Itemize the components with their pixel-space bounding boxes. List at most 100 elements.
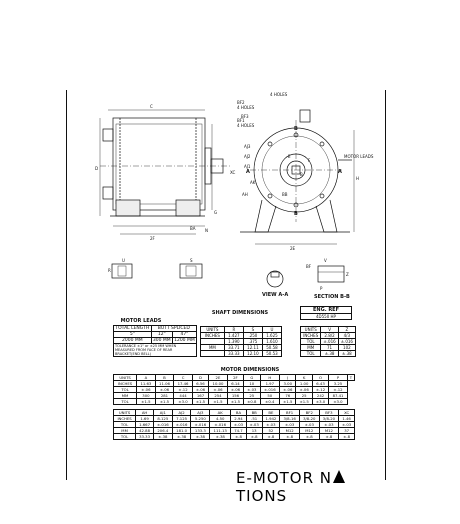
table-row: TOL±.06±.06±.12±.06±.06±.06±.03±.016±.06…	[112, 386, 355, 393]
table-cell: 12.10	[242, 350, 263, 357]
table-cell: ±1.5	[208, 398, 228, 405]
table-cell	[200, 350, 225, 357]
view-a-a	[111, 263, 345, 288]
table-cell: ±3.0	[328, 398, 348, 405]
table-cell: 1200 MM	[171, 337, 198, 344]
eng-ref-box: ENG. REF 4D550 HP	[300, 306, 352, 320]
table-cell: TOL	[112, 398, 138, 405]
label-bf2: BF2	[237, 100, 245, 105]
table-row: TOL±1.5±1.5±3.0±1.5±1.5±1.5±0.8±0.4±1.5±…	[112, 398, 355, 405]
motor-leads-header-butt: BUTT SPLICED	[150, 325, 198, 332]
label-b-top: B	[294, 126, 298, 132]
table-cell: ±.016	[337, 338, 357, 345]
table-cell: ±0.8	[243, 398, 261, 405]
brand-text-right: TIONS	[236, 487, 288, 505]
table-cell: ±0.4	[259, 398, 281, 405]
table-cell: 50.53	[261, 350, 283, 357]
label-d: D	[95, 166, 98, 171]
label-e: E	[288, 154, 291, 159]
brand-triangle-icon	[333, 470, 346, 483]
label-2f: 2F	[150, 236, 156, 241]
label-2e: 2E	[290, 246, 296, 251]
label-a-left: A	[246, 169, 250, 175]
table-cell: TOL	[112, 433, 137, 440]
table-cell: ±.8	[318, 433, 340, 440]
label-h: H	[356, 176, 359, 181]
table-cell: ±.8	[230, 433, 247, 440]
table-cell: ±1.5	[226, 398, 245, 405]
table-cell: ±3.0	[311, 398, 330, 405]
table-cell: ±1.5	[295, 398, 313, 405]
table-cell: ±.38	[152, 433, 173, 440]
label-r: R	[108, 268, 111, 273]
label-xc: XC	[230, 170, 235, 175]
table-cell: 33.33	[135, 433, 154, 440]
label-v: V	[324, 258, 327, 263]
label-bf: BF	[306, 264, 312, 269]
table-cell: ±1.5	[154, 398, 175, 405]
label-a-right: A	[338, 169, 342, 175]
motor-leads-table: TOTAL LENGTH BUTT SPLICED 5" 12" 47" 200…	[113, 325, 198, 357]
table-cell: ±.8	[298, 433, 320, 440]
motor-leads-header-total: TOTAL LENGTH	[113, 325, 152, 332]
end-view	[240, 109, 355, 245]
label-aj3: AJ3	[244, 144, 251, 149]
table-cell: ±.38	[171, 433, 192, 440]
side-view	[99, 109, 230, 235]
label-view-aa: VIEW A-A	[262, 292, 288, 298]
table-cell: ±.8	[279, 433, 300, 440]
label-f: F	[308, 158, 311, 163]
table-cell: ±.016	[320, 338, 339, 345]
table-cell: TOL	[299, 350, 322, 357]
label-b-bottom: B	[294, 211, 298, 217]
label-b-center: B	[300, 172, 303, 177]
label-bf3-holes: 4 HOLES	[270, 92, 288, 97]
label-c: C	[150, 104, 153, 109]
motor-leads-caption: MOTOR LEADS	[120, 318, 162, 324]
label-s: S	[190, 258, 193, 263]
table-cell: ±.38	[337, 350, 357, 357]
table-row: TOL±.016±.016	[299, 338, 357, 345]
table-cell: ±.38	[190, 433, 211, 440]
label-bf3: BF3	[241, 114, 249, 119]
table-cell: ±.38	[320, 350, 339, 357]
label-motor-leads: MOTOR LEADS	[344, 154, 374, 159]
motor-dims-caption: MOTOR DIMENSIONS	[220, 367, 280, 373]
label-z: Z	[346, 272, 349, 277]
label-bf2-holes: 4 HOLES	[237, 105, 255, 110]
brand-text-left: E-MOTOR N	[236, 468, 333, 487]
table-cell: ±3.0	[173, 398, 193, 405]
table-cell: ±1.5	[191, 398, 210, 405]
label-u: U	[122, 258, 125, 263]
label-n: N	[205, 228, 208, 233]
table-cell: ±1.5	[279, 398, 297, 405]
table-cell: ±1.5	[136, 398, 156, 405]
label-ak: AK	[250, 180, 256, 185]
label-section-bb: SECTION B-B	[314, 294, 350, 300]
label-bf1-holes: 4 HOLES	[237, 123, 255, 128]
table-cell: ±.8	[338, 433, 355, 440]
table-cell: ±.8	[261, 433, 281, 440]
label-aj1: AJ1	[244, 164, 251, 169]
label-ah: AH	[242, 192, 248, 197]
drawing-sheet	[66, 90, 386, 480]
table-cell: 300 MM	[150, 337, 173, 344]
table-header: T	[346, 374, 356, 381]
label-aj2: AJ2	[244, 154, 251, 159]
label-p: P	[320, 286, 323, 291]
table-cell: 33.33	[223, 350, 244, 357]
label-bf1: BF1	[237, 118, 245, 123]
table-row: TOL±.38±.38	[299, 350, 357, 357]
table-cell: ±.38	[209, 433, 232, 440]
